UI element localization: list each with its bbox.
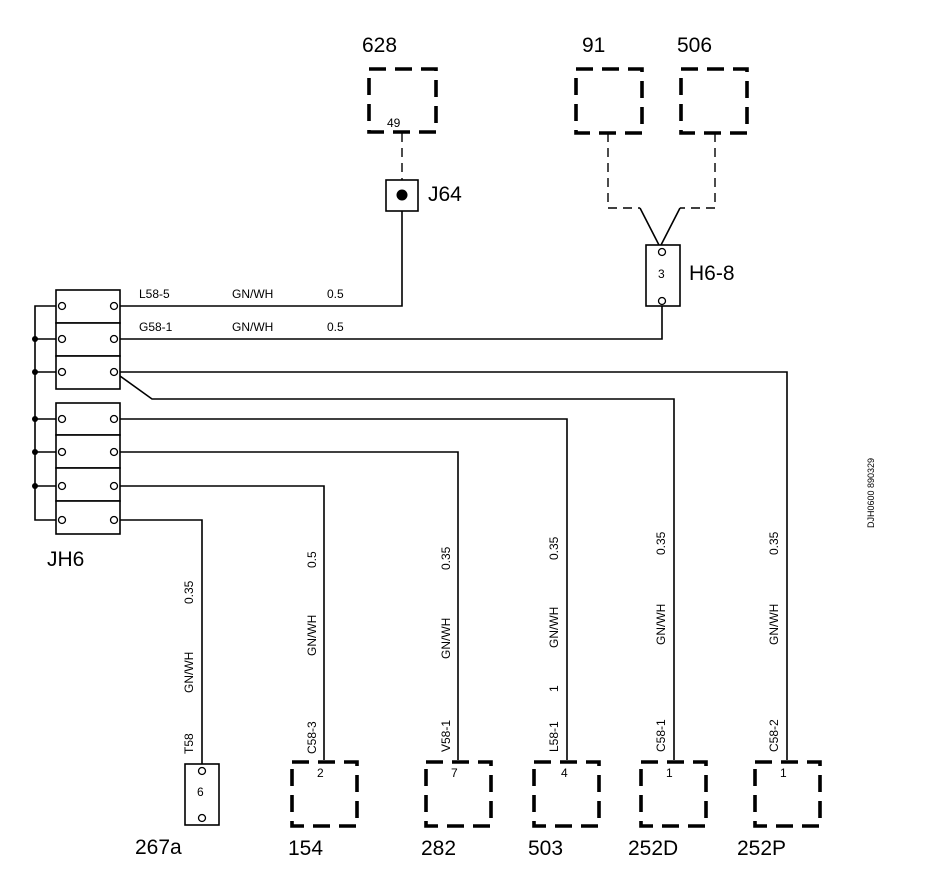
wire-503-code: L58-1: [547, 721, 561, 752]
component-503-label: 503: [528, 837, 563, 860]
component-628: 628 49: [362, 34, 438, 134]
wire-282: [120, 451, 459, 760]
component-252p-label: 252P: [737, 837, 786, 860]
component-252d-label: 252D: [628, 837, 678, 860]
component-252d-pin: 1: [666, 766, 673, 780]
wire-503-color: GN/WH: [547, 607, 561, 648]
wire-267a-color: GN/WH: [182, 652, 196, 693]
connector-267a-label: 267a: [135, 836, 182, 859]
wire-503-extra: 1: [547, 685, 561, 692]
wire-154-code: C58-3: [305, 721, 319, 754]
wire-252d: [119, 375, 675, 760]
component-154-pin: 2: [317, 766, 324, 780]
wire-252p: [120, 371, 788, 760]
connector-267a-pin: 6: [197, 785, 204, 799]
component-506: 506: [677, 34, 749, 135]
wire-2-color: GN/WH: [232, 320, 273, 334]
wire-282-code: V58-1: [439, 720, 453, 752]
component-252p-pin: 1: [780, 766, 787, 780]
document-reference: DJH0600 890329: [866, 458, 876, 528]
component-503: 4 503: [528, 760, 601, 860]
connector-267a: 6 267a: [135, 763, 220, 859]
component-282-pin: 7: [451, 766, 458, 780]
wire-252d-size: 0.35: [654, 531, 668, 555]
wire-1-size: 0.5: [327, 287, 344, 301]
component-628-pin: 49: [387, 116, 401, 130]
splice-91-506: [639, 207, 681, 249]
wire-1-color: GN/WH: [232, 287, 273, 301]
wire-503: [120, 418, 568, 760]
wire-1-code: L58-5: [139, 287, 170, 301]
wire-91: [607, 133, 640, 209]
connector-h6-8: 3 H6-8: [645, 244, 735, 307]
wire-154: [120, 485, 325, 760]
component-154: 2 154: [288, 760, 359, 860]
connector-j64-label: J64: [428, 183, 462, 206]
j64-terminal: [396, 189, 408, 201]
wire-2-size: 0.5: [327, 320, 344, 334]
component-282-label: 282: [421, 837, 456, 860]
wire-h6-8-jh6: [120, 306, 663, 340]
wire-252p-size: 0.35: [767, 531, 781, 555]
wire-267a: [120, 519, 203, 764]
connector-h6-8-label: H6-8: [689, 262, 735, 285]
wire-154-color: GN/WH: [305, 615, 319, 656]
component-252p: 1 252P: [737, 760, 822, 860]
wire-252d-code: C58-1: [654, 719, 668, 752]
connector-jh6-label: JH6: [47, 548, 84, 571]
wire-506: [680, 133, 716, 209]
wire-267a-code: T58: [182, 733, 196, 754]
wire-282-color: GN/WH: [439, 618, 453, 659]
wire-154-size: 0.5: [305, 551, 319, 568]
wire-282-size: 0.35: [439, 546, 453, 570]
wire-252p-color: GN/WH: [767, 604, 781, 645]
wire-j64-jh6: [120, 211, 403, 307]
component-91: 91: [574, 34, 644, 135]
component-91-label: 91: [582, 34, 605, 57]
wire-252d-color: GN/WH: [654, 604, 668, 645]
component-282: 7 282: [421, 760, 493, 860]
h6-8-pin: 3: [658, 267, 665, 281]
connector-jh6: JH6: [32, 289, 121, 571]
component-506-label: 506: [677, 34, 712, 57]
connector-j64: J64: [385, 179, 462, 212]
wire-252p-code: C58-2: [767, 719, 781, 752]
component-628-label: 628: [362, 34, 397, 57]
component-503-pin: 4: [561, 766, 568, 780]
component-154-label: 154: [288, 837, 323, 860]
wire-267a-size: 0.35: [182, 580, 196, 604]
wire-2-code: G58-1: [139, 320, 173, 334]
component-252d: 1 252D: [628, 760, 708, 860]
wire-503-size: 0.35: [547, 536, 561, 560]
